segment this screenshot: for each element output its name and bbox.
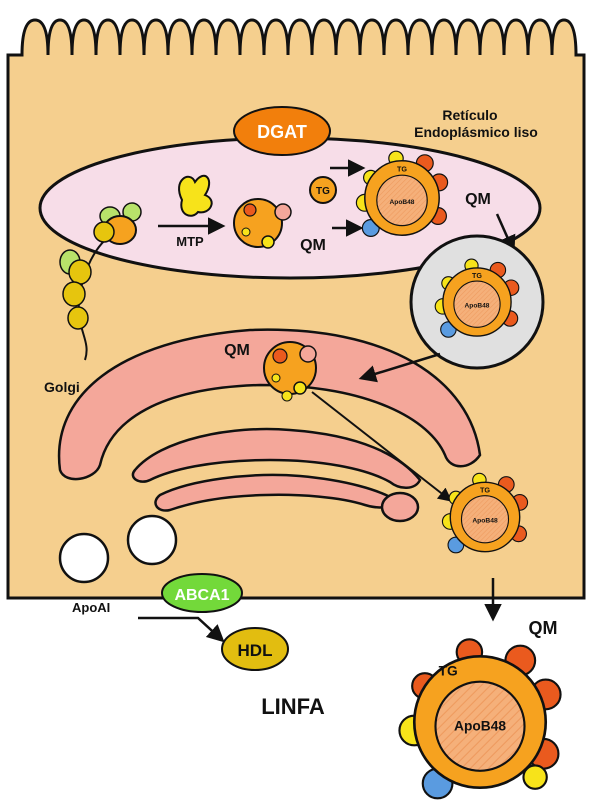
abca1-label: ABCA1 [174, 587, 229, 604]
reticulo-label-line2: Endoplásmico liso [414, 124, 538, 140]
qm-er-right-label: QM [465, 191, 491, 208]
linfa-label: LINFA [261, 694, 325, 719]
vesicle-2 [60, 534, 108, 582]
golgi-label: Golgi [44, 379, 80, 395]
qm-transport-apob48-label: ApoB48 [465, 303, 490, 310]
chylomicron-lymph: TG ApoB48 [399, 639, 560, 798]
qm-membrane-tg-label: TG [480, 485, 490, 494]
reticulo-label-line1: Retículo [442, 107, 497, 123]
mtp-protein [179, 176, 212, 216]
apoai-label: ApoAI [72, 600, 110, 615]
tg-droplet-label: TG [316, 186, 330, 197]
mtp-label: MTP [176, 234, 204, 249]
qm-er-apob48-label: ApoB48 [390, 199, 415, 206]
qm-outside-label: QM [529, 618, 558, 638]
qm-er-label: QM [300, 237, 326, 254]
qm-golgi-label: QM [224, 342, 250, 359]
qm-lymph-apob48-label: ApoB48 [454, 718, 506, 733]
vesicle-1 [128, 516, 176, 564]
qm-membrane-apob48-label: ApoB48 [472, 518, 498, 525]
qm-transport-tg-label: TG [472, 272, 482, 280]
arrow-apoai-to-hdl [138, 618, 222, 640]
qm-er-tg-label: TG [397, 165, 407, 174]
dgat-label: DGAT [257, 122, 307, 142]
qm-lymph-tg-label: TG [439, 663, 458, 678]
hdl-label: HDL [238, 641, 273, 660]
